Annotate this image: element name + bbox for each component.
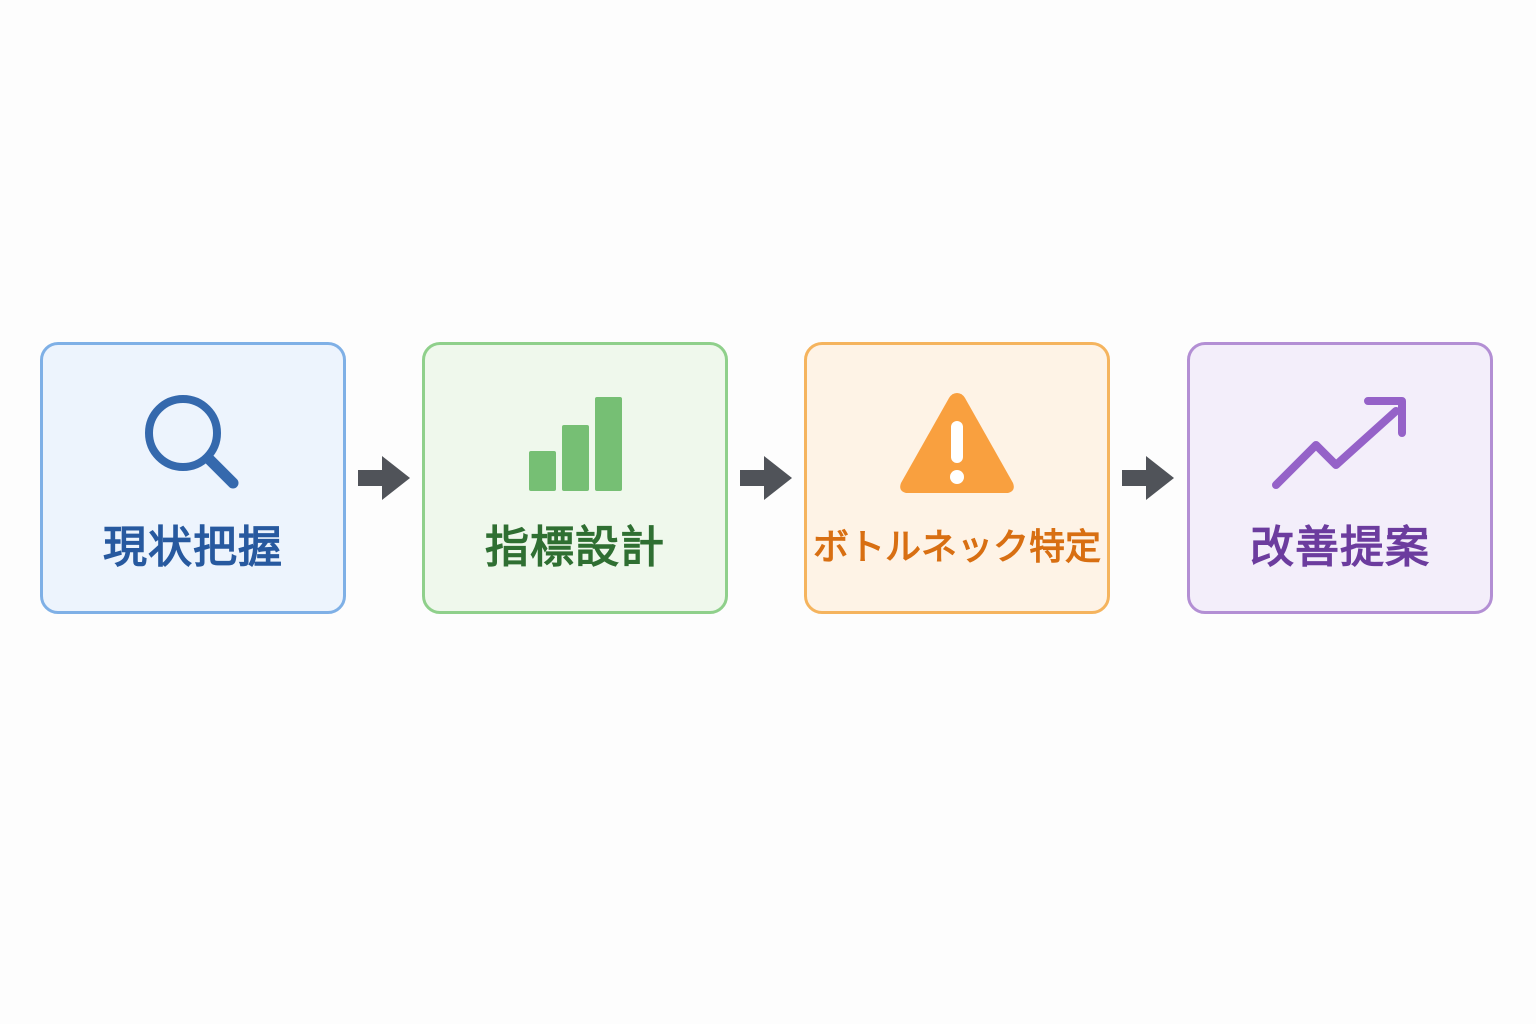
step-current-state: 現状把握 [40, 342, 346, 614]
arrow-right-icon [1120, 452, 1176, 504]
step-metric-design: 指標設計 [422, 342, 728, 614]
step-label: 指標設計 [485, 522, 665, 573]
warning-icon [807, 385, 1107, 505]
arrow-right-icon [738, 452, 794, 504]
step-label: ボトルネック特定 [812, 527, 1101, 568]
step-improvement-proposal: 改善提案 [1187, 342, 1493, 614]
step-label: 現状把握 [103, 522, 283, 573]
arrow-right-icon [356, 452, 412, 504]
search-icon [43, 385, 343, 505]
step-bottleneck-identification: ボトルネック特定 [804, 342, 1110, 614]
bar-chart-icon [425, 385, 725, 505]
trending-up-icon [1190, 385, 1490, 505]
step-label: 改善提案 [1250, 522, 1430, 573]
